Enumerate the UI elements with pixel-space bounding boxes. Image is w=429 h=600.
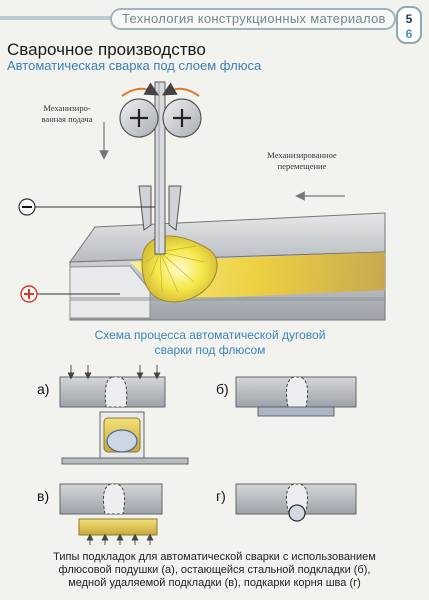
panel-b-label: б): [216, 381, 229, 397]
feed-label: Механизиро-ванная подача: [41, 103, 93, 124]
bottom-caption: Типы подкладок для автоматической сварки…: [53, 551, 376, 590]
negative-terminal: [18, 198, 155, 216]
page-number-badge: 5 6: [396, 6, 422, 44]
panel-g-root-pass: [235, 483, 357, 522]
page-number-bottom: 6: [405, 27, 413, 41]
panel-g-label: г): [216, 488, 226, 504]
panel-v-copper-backing: [59, 483, 163, 545]
page-subtitle: Автоматическая сварка под слоем флюса: [7, 58, 262, 73]
panel-b-steel-backing: [235, 376, 357, 417]
header-title: Технология конструкционных материалов: [122, 11, 386, 26]
contact-jaws: [138, 185, 182, 231]
workpiece: [69, 212, 386, 321]
page-title: Сварочное производство: [7, 40, 206, 59]
electrode-wire: [154, 81, 166, 255]
panel-a-flux-cushion: [59, 365, 189, 465]
panel-a-label: а): [37, 381, 50, 397]
panel-v-label: в): [37, 488, 50, 504]
positive-terminal: [20, 285, 120, 303]
header-bar: Технология конструкционных материалов: [110, 8, 396, 30]
page-number-top: 5: [405, 12, 413, 26]
feed-rollers: [119, 82, 202, 138]
